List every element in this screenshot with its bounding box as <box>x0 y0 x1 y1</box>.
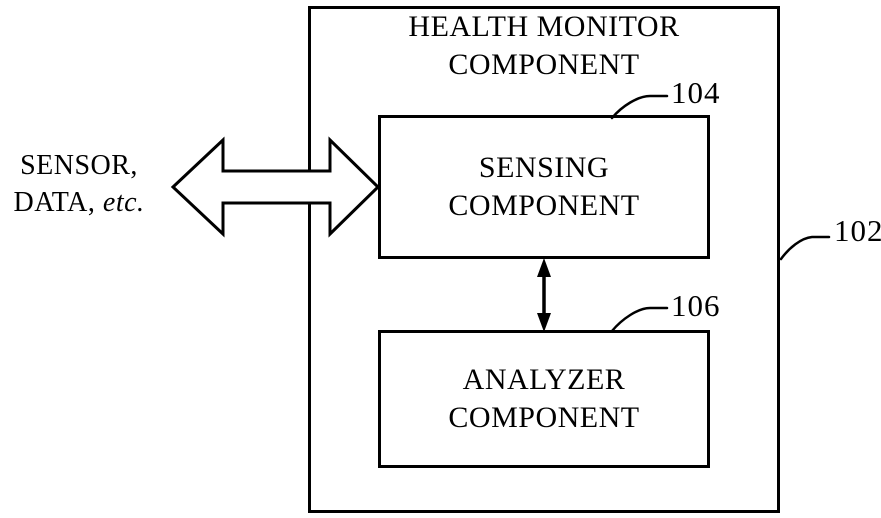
health-monitor-title-line2: COMPONENT <box>448 48 640 81</box>
leader-line-102 <box>779 235 831 261</box>
sensing-component-box: SENSING COMPONENT <box>378 115 710 259</box>
health-monitor-title-line1: HEALTH MONITOR <box>408 10 680 43</box>
sensing-component-label-line2: COMPONENT <box>448 189 640 222</box>
external-data-label-line2-italic: etc. <box>102 187 145 218</box>
analyzer-component-box: ANALYZER COMPONENT <box>378 330 710 468</box>
external-data-label-line2-roman: DATA, <box>13 187 96 218</box>
ref-label-106: 106 <box>671 288 721 323</box>
external-data-label-line2: DATA, etc. <box>0 184 158 221</box>
sensing-component-label-line1: SENSING <box>478 151 610 184</box>
ref-label-102: 102 <box>834 213 881 248</box>
ref-label-104: 104 <box>671 75 721 110</box>
analyzer-component-label-line1: ANALYZER <box>462 363 626 396</box>
external-data-label: SENSOR, DATA, etc. <box>0 147 158 221</box>
external-data-label-line1: SENSOR, <box>20 150 138 181</box>
health-monitor-title: HEALTH MONITOR COMPONENT <box>308 8 780 84</box>
analyzer-component-label-line2: COMPONENT <box>448 401 640 434</box>
